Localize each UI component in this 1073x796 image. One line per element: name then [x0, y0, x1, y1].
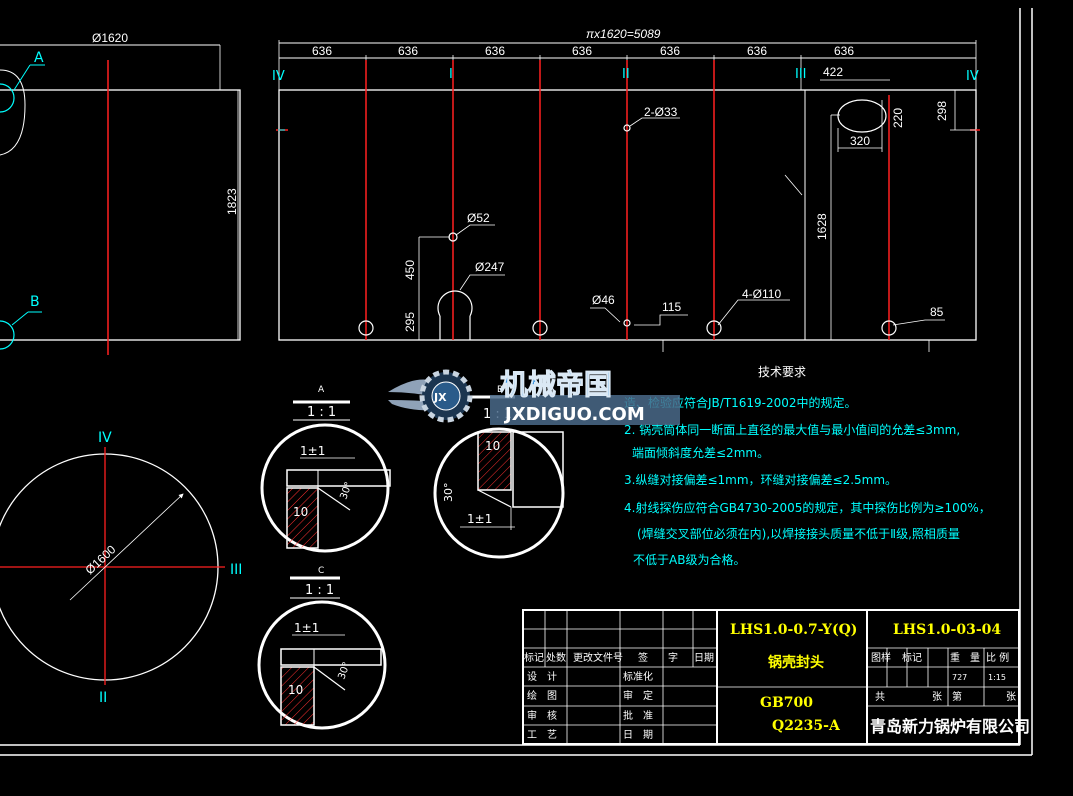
tb-sheet: 张	[1006, 691, 1016, 703]
tb-design: 设 计	[527, 670, 557, 683]
tb-date: 日 期	[623, 729, 653, 741]
dim-d1620: Ø1620	[92, 31, 128, 45]
detail-c-scale: 1 : 1	[305, 583, 334, 598]
dim-seg-1: 636	[312, 44, 332, 58]
tb-company: 青岛新力锅炉有限公司	[870, 717, 1030, 736]
dim-450: 450	[403, 260, 417, 280]
tb-h-date: 日期	[694, 652, 714, 664]
tb-draw: 绘 图	[527, 689, 557, 702]
dim-1628: 1628	[815, 213, 829, 240]
tb-h-mark: 标记	[524, 652, 544, 664]
head-circle-view	[0, 447, 225, 685]
tb-standard: 标准化	[623, 670, 653, 683]
tech-line-6: (焊缝交叉部位必须在内),以焊接接头质量不低于Ⅱ级,照相质量	[637, 526, 960, 541]
tech-line-5: 4.射线探伤应符合GB4730-2005的规定，其中探伤比例为≥100%，	[624, 500, 991, 515]
tech-title: 技术要求	[758, 365, 806, 379]
detail-c-letter: C	[318, 566, 324, 576]
detail-a-angle: 30°	[338, 481, 354, 501]
tb-material-2: Q2235-A	[772, 718, 841, 734]
detail-c	[257, 576, 387, 730]
dim-422: 422	[823, 65, 843, 79]
tb-drawing-no: LHS1.0-03-04	[893, 622, 1001, 638]
dim-220: 220	[891, 108, 905, 128]
tb-approve: 批 准	[623, 709, 653, 722]
dim-298: 298	[935, 101, 949, 121]
tb-scale: 比 例	[986, 651, 1009, 664]
circle-roman-iii: III	[230, 562, 242, 578]
detail-a-thick: 10	[293, 505, 308, 519]
tb-total: 共	[875, 691, 885, 703]
tb-check: 审 核	[527, 709, 557, 722]
detail-c-thick: 10	[288, 683, 303, 697]
tb-material-1: GB700	[760, 695, 813, 711]
watermark	[388, 369, 680, 425]
dim-85: 85	[930, 305, 944, 319]
roman-i: I	[449, 67, 453, 82]
tb-h-sign: 签 字	[638, 651, 678, 664]
tb-part-name: 锅壳封头	[768, 654, 824, 671]
developed-shell	[276, 40, 980, 352]
circle-roman-iv: IV	[98, 430, 112, 446]
tb-model: LHS1.0-0.7-Y(Q)	[730, 622, 857, 638]
dim-4-d110: 4-Ø110	[742, 287, 781, 301]
dim-d247: Ø247	[475, 260, 505, 274]
dim-115: 115	[662, 300, 681, 314]
tech-line-2: 2. 锅壳筒体同一断面上直径的最大值与最小值间的允差≤3mm,	[624, 422, 960, 437]
tb-weight-val: 727	[952, 673, 967, 682]
tb-page: 第	[952, 690, 962, 703]
dim-d52: Ø52	[467, 211, 490, 225]
side-view	[0, 44, 241, 355]
roman-iv-left: IV	[272, 69, 285, 84]
detail-b-letter: B	[497, 385, 503, 395]
dim-seg-3: 636	[485, 44, 505, 58]
dim-1823: 1823	[225, 188, 239, 215]
detail-b-angle: 30°	[442, 483, 455, 503]
tb-weight: 重 量	[950, 651, 980, 664]
detail-a-gap: 1±1	[300, 444, 325, 458]
dim-seg-6: 636	[747, 44, 767, 58]
dim-2-d33: 2-Ø33	[644, 105, 678, 119]
point-a-label: A	[34, 50, 44, 66]
detail-c-gap: 1±1	[294, 621, 319, 635]
tb-scale-val: 1:15	[988, 673, 1006, 682]
roman-iv-right: IV	[966, 69, 979, 84]
roman-ii: II	[622, 67, 630, 82]
watermark-logo: JX	[433, 391, 447, 404]
detail-b-gap: 1±1	[467, 512, 492, 526]
dim-total: πx1620=5089	[586, 27, 661, 41]
dim-d46: Ø46	[592, 293, 615, 307]
tb-h-doc: 更改文件号	[573, 651, 623, 664]
detail-b-thick: 10	[485, 439, 500, 453]
tech-line-1: 造、检验应符合JB/T1619-2002中的规定。	[624, 395, 857, 410]
tb-stage: 图样	[871, 651, 891, 664]
dim-seg-7: 636	[834, 44, 854, 58]
detail-a-scale: 1 : 1	[307, 405, 336, 420]
watermark-brand: 机械帝国	[500, 368, 612, 401]
detail-c-angle: 30°	[336, 661, 352, 681]
tb-h-count: 处数	[546, 651, 566, 664]
dim-seg-5: 636	[660, 44, 680, 58]
tb-craft: 工 艺	[527, 729, 557, 741]
tb-mark: 标记	[902, 652, 922, 664]
dim-320: 320	[850, 134, 870, 148]
dim-seg-2: 636	[398, 44, 418, 58]
detail-b	[433, 395, 565, 559]
dim-295: 295	[403, 312, 417, 332]
point-b-label: B	[30, 294, 40, 310]
detail-a	[260, 400, 391, 553]
watermark-url: JXDIGUO.COM	[503, 404, 645, 425]
tech-line-7: 不低于AB级为合格。	[633, 552, 745, 567]
tech-line-3: 端面倾斜度允差≤2mm。	[632, 445, 769, 460]
tb-review: 审 定	[623, 689, 653, 702]
dim-seg-4: 636	[572, 44, 592, 58]
title-block	[522, 609, 1020, 745]
roman-iii: III	[795, 67, 807, 82]
detail-a-letter: A	[318, 385, 325, 395]
circle-roman-ii: II	[99, 690, 107, 706]
tech-line-4: 3.纵缝对接偏差≤1mm，环缝对接偏差≤2.5mm。	[624, 472, 897, 487]
tb-sheets: 张	[932, 691, 942, 703]
